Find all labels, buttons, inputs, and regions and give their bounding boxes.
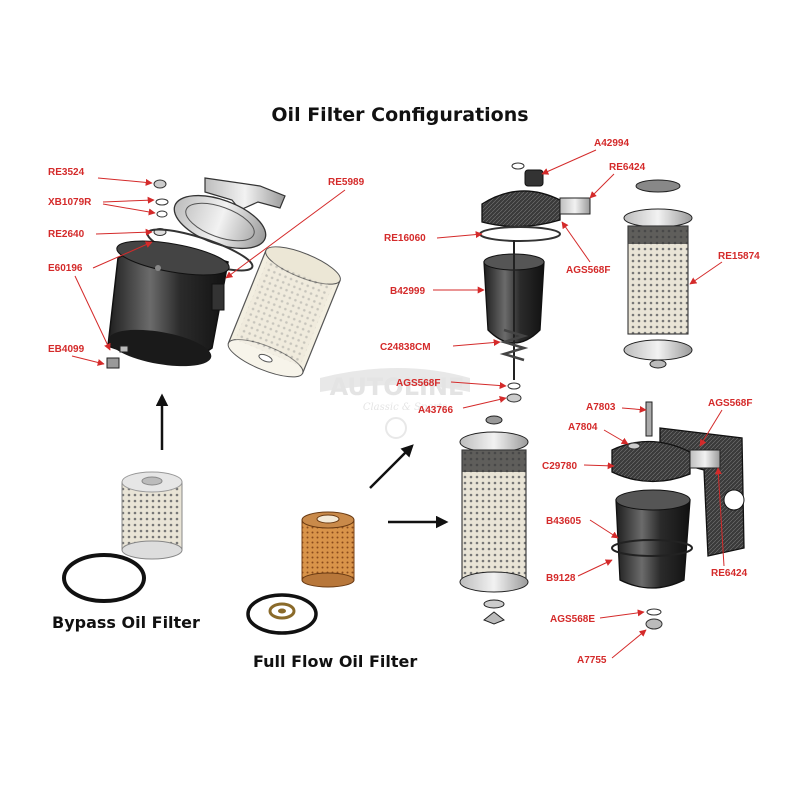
- diagram-title: Oil Filter Configurations: [271, 104, 529, 126]
- bypass-housing-drawing: [106, 177, 341, 378]
- label-eb4099: EB4099: [48, 344, 85, 355]
- washer-xb1079r-2: [156, 210, 168, 218]
- label-a7755: A7755: [577, 655, 607, 666]
- label-b43605: B43605: [546, 516, 581, 527]
- label-re6424-bottom: RE6424: [711, 568, 748, 579]
- washer-xb1079r: [155, 198, 169, 206]
- bowl-spring: [499, 328, 529, 362]
- fullflow-element-drawing: [459, 415, 529, 625]
- label-re6424-top: RE6424: [609, 162, 646, 173]
- bypass-seal-ring: [62, 553, 146, 603]
- arrow-fullflow-upright: [369, 444, 414, 489]
- label-b42999: B42999: [390, 286, 425, 297]
- fullflow-seal-ring: [246, 593, 318, 635]
- label-b9128: B9128: [546, 573, 576, 584]
- label-re3524: RE3524: [48, 167, 85, 178]
- bowl-bracket: [211, 283, 225, 311]
- label-c24838cm: C24838CM: [380, 342, 431, 353]
- filter-head: [481, 190, 561, 228]
- fullflow-bracket-drawing: [611, 401, 745, 630]
- wing-handle: [204, 177, 286, 211]
- head-gasket: [479, 226, 561, 242]
- fullflow-top-drawing: [479, 162, 693, 403]
- label-ags568e: AGS568E: [550, 614, 595, 625]
- bowl-rim: [116, 240, 230, 276]
- label-a7803: A7803: [586, 402, 616, 413]
- bypass-element: [227, 246, 341, 378]
- caption-bypass: Bypass Oil Filter: [52, 613, 200, 632]
- element-top-plate: [623, 208, 693, 228]
- label-re2640: RE2640: [48, 229, 85, 240]
- cover-plate: [173, 194, 267, 250]
- label-re5989: RE5989: [328, 177, 365, 188]
- label-xb1079r: XB1079R: [48, 197, 92, 208]
- fullflow-bottom-labels: A7803 AGS568F A7804 C29780 B43605 RE6424…: [542, 398, 752, 666]
- watermark-brand: AUTOLINE: [330, 373, 465, 401]
- fullflow-top-labels: A42994 RE6424 RE16060 AGS568F RE15874 B4…: [380, 138, 760, 416]
- bracket-union: [689, 449, 721, 469]
- label-a43766: A43766: [418, 405, 453, 416]
- label-e60196: E60196: [48, 263, 83, 274]
- watermark: AUTOLINE Classic & Sports: [320, 368, 470, 439]
- label-a42994: A42994: [594, 138, 629, 149]
- fullflow-filter-photo: [246, 511, 355, 635]
- label-ags568f-bottom: AGS568F: [708, 398, 752, 409]
- watermark-swoosh: [320, 368, 470, 392]
- bracket-bowl: [615, 499, 691, 589]
- head-bolt: [524, 169, 544, 187]
- bypass-part-labels: RE3524 XB1079R RE2640 E60196 EB4099 RE59…: [48, 167, 365, 366]
- nut-re3524: [153, 179, 167, 189]
- fullflow-washer: [268, 602, 296, 620]
- caption-full-flow: Full Flow Oil Filter: [253, 652, 418, 671]
- bypass-filter-photo: [62, 471, 183, 603]
- flow-arrows: [155, 393, 449, 529]
- bracket-head: [611, 440, 691, 483]
- union-fitting: [559, 197, 591, 215]
- label-ags568f-top: AGS568F: [566, 265, 610, 276]
- label-re15874: RE15874: [718, 251, 760, 262]
- label-a7804: A7804: [568, 422, 598, 433]
- label-c29780: C29780: [542, 461, 577, 472]
- watermark-tagline: Classic & Sports: [363, 402, 447, 413]
- watermark-badge: [385, 417, 407, 439]
- drain-bolt: [106, 357, 120, 369]
- label-re16060: RE16060: [384, 233, 426, 244]
- label-ags568f-lower: AGS568F: [396, 378, 440, 389]
